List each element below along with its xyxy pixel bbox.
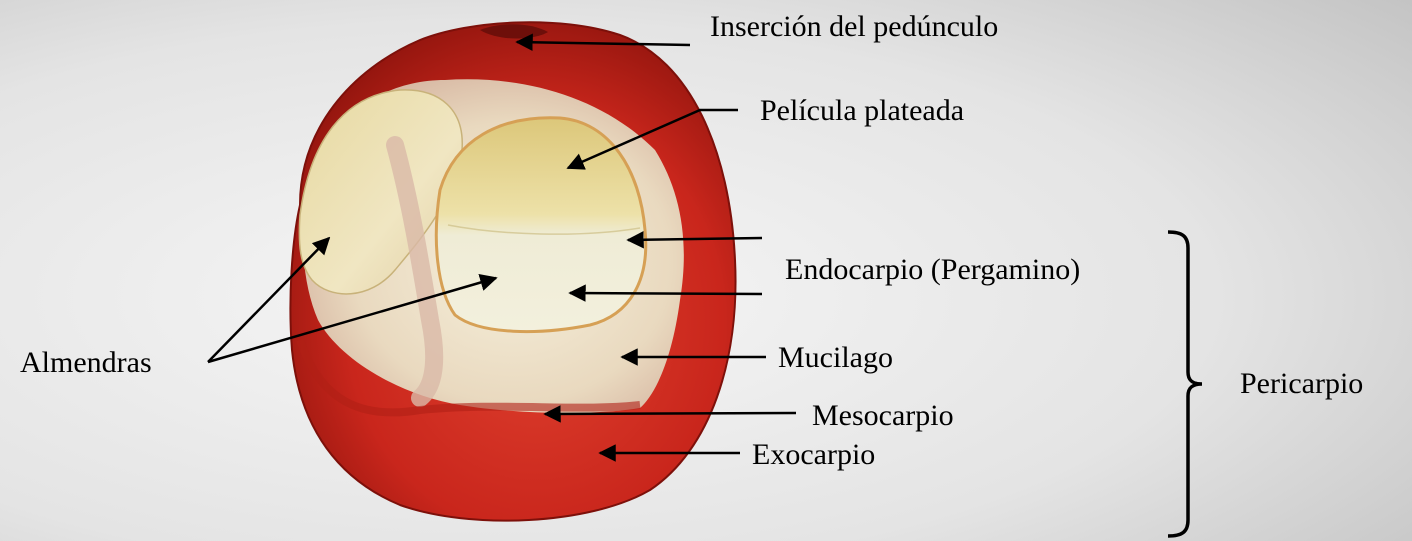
coffee-cherry (290, 22, 735, 520)
mesocarp-arrow (545, 413, 796, 414)
endocarp-arrow-lower (570, 293, 762, 294)
label-endocarp: Endocarpio (Pergamino) (785, 253, 1080, 287)
label-mesocarp: Mesocarpio (812, 399, 954, 433)
label-peduncle: Inserción del pedúnculo (710, 10, 998, 44)
label-almonds: Almendras (20, 346, 152, 380)
label-silver-skin: Película plateada (760, 94, 964, 128)
label-exocarp: Exocarpio (752, 438, 875, 472)
label-mucilage: Mucilago (778, 341, 893, 375)
label-pericarp: Pericarpio (1240, 367, 1363, 401)
main-bean (436, 118, 645, 332)
